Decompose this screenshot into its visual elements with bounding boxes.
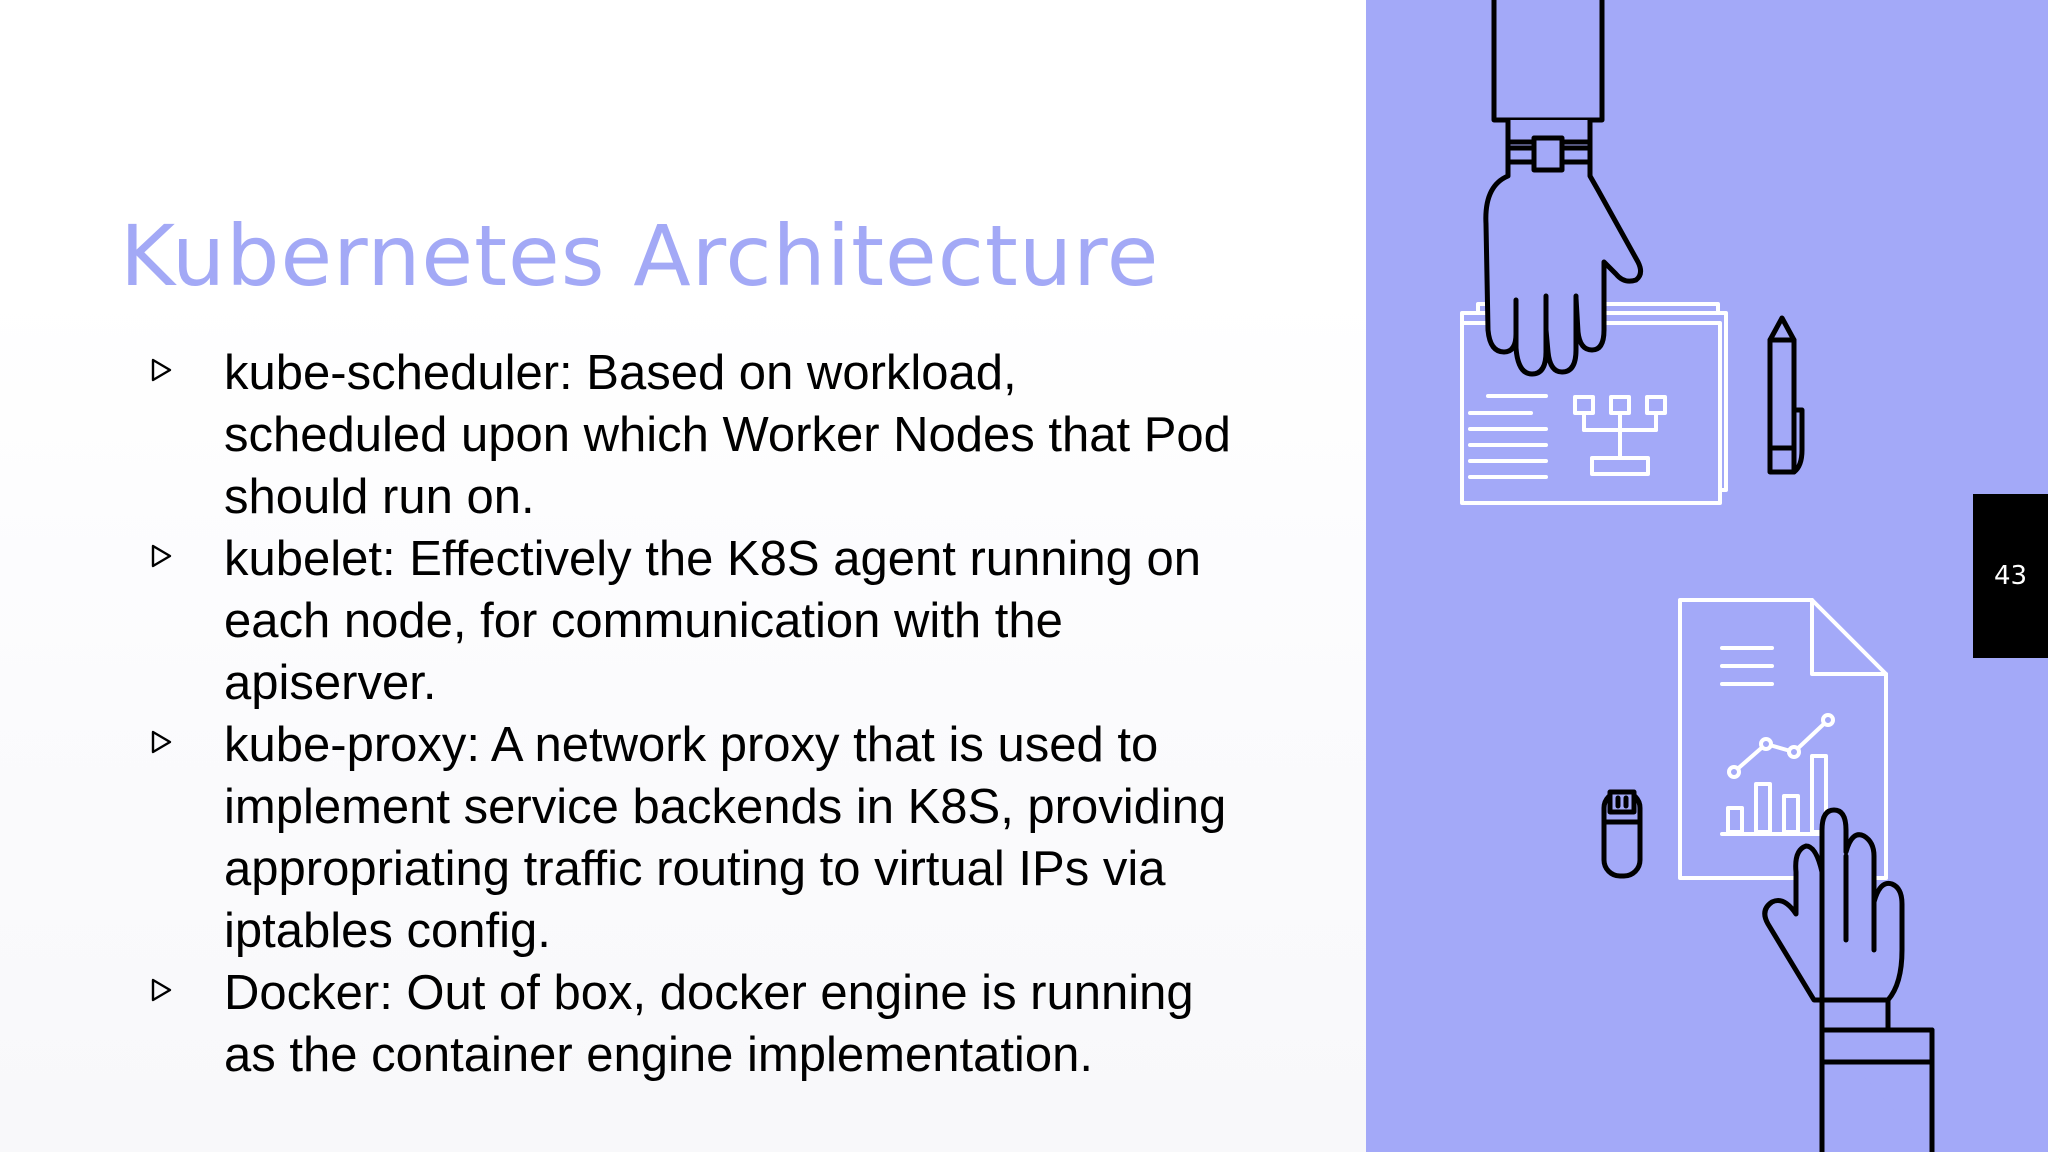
triangle-bullet-icon [150, 356, 174, 384]
pencil-icon [1767, 315, 1805, 475]
bullet-text: kube-scheduler: Based on workload, sched… [224, 346, 1231, 524]
slide-title: Kubernetes Architecture [120, 207, 1160, 305]
bullet-list: kube-scheduler: Based on workload, sched… [148, 342, 1238, 1086]
hand-icon [1762, 807, 1935, 1152]
document-diagram-icon [1460, 302, 1728, 505]
triangle-bullet-icon [150, 728, 174, 756]
hand-icon [1483, 0, 1644, 377]
list-item: kube-proxy: A network proxy that is used… [148, 714, 1238, 962]
list-item: kubelet: Effectively the K8S agent runni… [148, 528, 1238, 714]
page-number-badge: 43 [1973, 494, 2048, 658]
illustration-panel [1366, 0, 2048, 1152]
bullet-text: kubelet: Effectively the K8S agent runni… [224, 532, 1202, 710]
bullet-text: Docker: Out of box, docker engine is run… [224, 966, 1194, 1082]
list-item: Docker: Out of box, docker engine is run… [148, 962, 1238, 1086]
list-item: kube-scheduler: Based on workload, sched… [148, 342, 1238, 528]
wristwatch-icon [1505, 135, 1593, 173]
triangle-bullet-icon [150, 542, 174, 570]
triangle-bullet-icon [150, 976, 174, 1004]
bullet-text: kube-proxy: A network proxy that is used… [224, 718, 1227, 958]
usb-drive-icon [1601, 789, 1643, 879]
